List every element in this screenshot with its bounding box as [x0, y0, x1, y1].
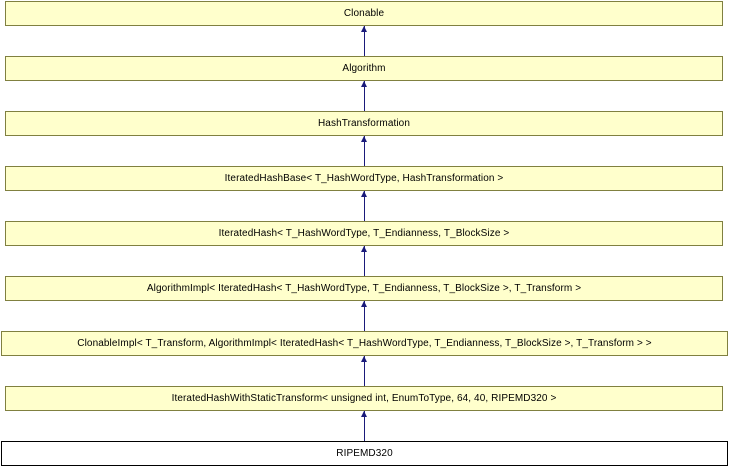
inheritance-arrowhead-icon	[361, 26, 367, 32]
class-node-label: IteratedHashWithStaticTransform< unsigne…	[171, 393, 557, 404]
inheritance-edge-line	[364, 411, 365, 441]
class-node-label: HashTransformation	[317, 118, 411, 129]
inheritance-edge-line	[364, 81, 365, 111]
inheritance-edge-line	[364, 191, 365, 221]
inheritance-arrowhead-icon	[361, 191, 367, 197]
class-node-label: IteratedHashBase< T_HashWordType, HashTr…	[224, 173, 504, 184]
class-node-clonableimpl[interactable]: ClonableImpl< T_Transform, AlgorithmImpl…	[1, 331, 728, 356]
inheritance-edge-line	[364, 26, 365, 56]
class-node-label: IteratedHash< T_HashWordType, T_Endianne…	[218, 228, 510, 239]
class-node-algorithmimpl[interactable]: AlgorithmImpl< IteratedHash< T_HashWordT…	[5, 276, 723, 301]
inheritance-arrowhead-icon	[361, 411, 367, 417]
inheritance-edge-line	[364, 301, 365, 331]
inheritance-edge-line	[364, 136, 365, 166]
inheritance-arrowhead-icon	[361, 246, 367, 252]
class-node-iteratedhashbase[interactable]: IteratedHashBase< T_HashWordType, HashTr…	[5, 166, 723, 191]
class-node-label: AlgorithmImpl< IteratedHash< T_HashWordT…	[146, 283, 582, 294]
inheritance-edge-line	[364, 246, 365, 276]
class-node-iteratedhashwithstatictransform[interactable]: IteratedHashWithStaticTransform< unsigne…	[5, 386, 723, 411]
inheritance-arrowhead-icon	[361, 136, 367, 142]
class-node-iteratedhash[interactable]: IteratedHash< T_HashWordType, T_Endianne…	[5, 221, 723, 246]
inheritance-edge-line	[364, 356, 365, 386]
class-node-label: ClonableImpl< T_Transform, AlgorithmImpl…	[77, 338, 652, 349]
class-node-label: Algorithm	[342, 63, 386, 74]
inheritance-arrowhead-icon	[361, 356, 367, 362]
inheritance-arrowhead-icon	[361, 301, 367, 307]
class-node-ripemd320[interactable]: RIPEMD320	[1, 441, 728, 466]
class-node-hashtransformation[interactable]: HashTransformation	[5, 111, 723, 136]
class-node-clonable[interactable]: Clonable	[5, 1, 723, 26]
inheritance-arrowhead-icon	[361, 81, 367, 87]
class-node-algorithm[interactable]: Algorithm	[5, 56, 723, 81]
class-node-label: RIPEMD320	[336, 448, 393, 459]
class-node-label: Clonable	[343, 8, 385, 19]
